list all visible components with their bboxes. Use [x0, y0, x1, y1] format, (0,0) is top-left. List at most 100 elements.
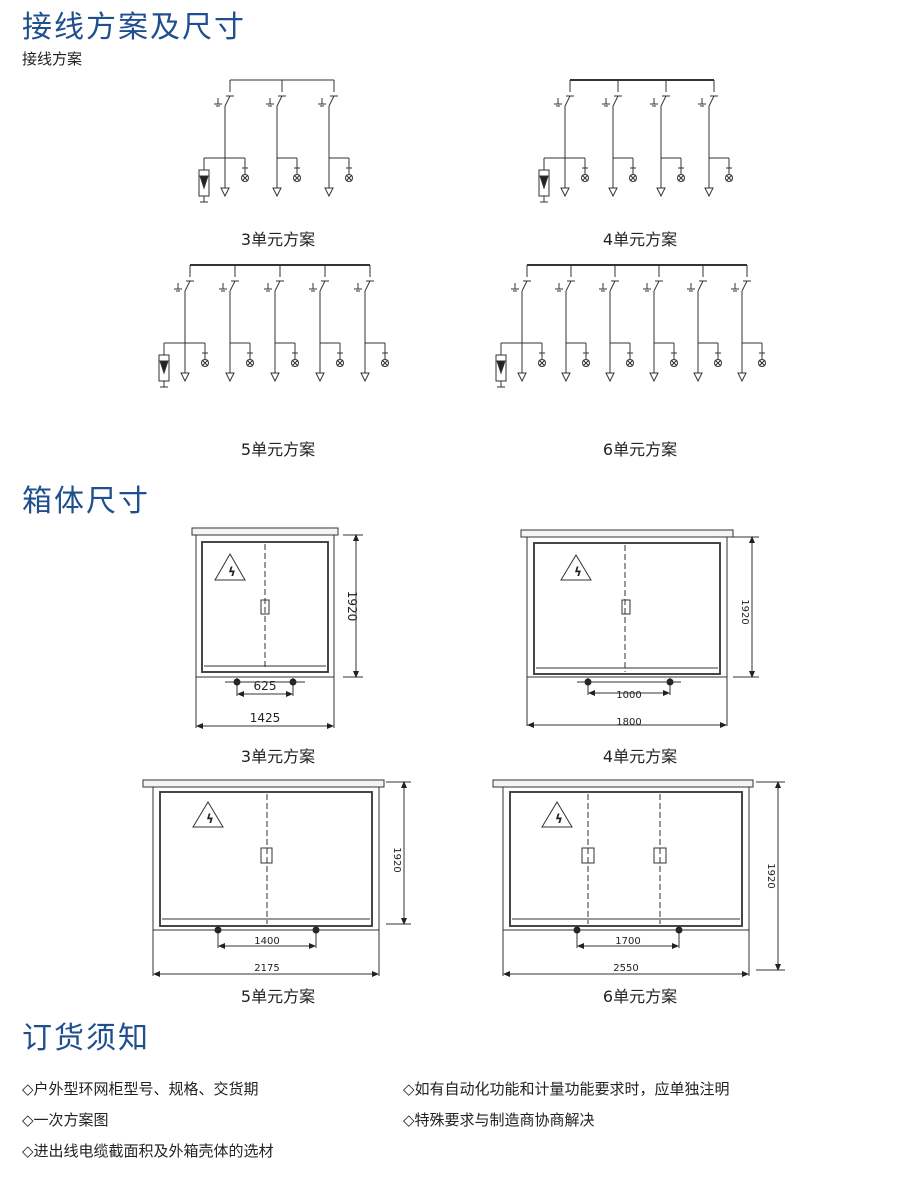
order-note-5: ◇特殊要求与制造商协商解决 [403, 1111, 595, 1129]
indicator-lamp [582, 359, 590, 367]
load-switch [697, 280, 704, 292]
load-switch [328, 95, 335, 107]
wiring-diagram-3 [198, 79, 353, 203]
cabinet-caption-4: 4单元方案 [602, 747, 678, 766]
cable-termination [656, 187, 666, 198]
cabinet-caption-5: 5单元方案 [240, 987, 316, 1006]
svg-text:ϟ: ϟ [555, 812, 563, 826]
feeder-unit [698, 80, 733, 198]
scheme-caption-4: 4单元方案 [602, 230, 678, 249]
fuse-arrow [539, 175, 549, 190]
wiring-diagram-4 [538, 79, 733, 203]
load-switch [276, 95, 283, 107]
lamp-cross [201, 359, 209, 367]
cable-termination [315, 372, 325, 383]
cable-termination [693, 372, 703, 383]
cabinet-5-inner-dim: 1400 [254, 936, 279, 947]
feeder-unit [650, 80, 685, 198]
fuse-arrow [159, 360, 169, 375]
feeder-unit [309, 265, 344, 383]
cable-termination [324, 187, 334, 198]
cabinet-6-height-dim: 1920 [765, 863, 776, 888]
svg-text:ϟ: ϟ [574, 565, 582, 579]
load-switch [565, 280, 572, 292]
wiring-lines [198, 79, 353, 203]
load-switch [319, 280, 326, 292]
wiring-lines [158, 264, 389, 388]
load-switch [612, 95, 619, 107]
lamp-cross [758, 359, 766, 367]
order-note-3: ◇进出线电缆截面积及外箱壳体的选材 [22, 1142, 274, 1160]
order-note-1: ◇户外型环网柜型号、规格、交货期 [22, 1080, 259, 1098]
feeder-unit [266, 80, 301, 198]
indicator-lamp [714, 359, 722, 367]
lamp-cross [246, 359, 254, 367]
section-title-order: 订货须知 [22, 1021, 150, 1056]
load-switch [609, 280, 616, 292]
wiring-lines [495, 264, 766, 388]
indicator-lamp [538, 359, 546, 367]
feeder-unit [555, 265, 590, 383]
indicator-lamp [725, 174, 733, 182]
feeder-unit [264, 265, 299, 383]
fuse-arrow [496, 360, 506, 375]
cabinet-6-inner-dim: 1700 [615, 936, 640, 947]
cabinet-3-height-dim: 1920 [345, 591, 359, 622]
indicator-lamp [758, 359, 766, 367]
load-switch [564, 95, 571, 107]
indicator-lamp [293, 174, 301, 182]
feeder-unit [731, 265, 766, 383]
cabinet-4-height-dim: 1920 [739, 599, 750, 624]
load-switch [364, 280, 371, 292]
lamp-cross [714, 359, 722, 367]
feeder-unit [318, 80, 353, 198]
lamp-cross [293, 174, 301, 182]
indicator-lamp [381, 359, 389, 367]
cabinet-5-width-dim: 2175 [254, 963, 279, 974]
feeder-unit [219, 265, 254, 383]
cabinet-drawing-3: ϟ 625 1425 1920 [191, 527, 363, 729]
lamp-cross [670, 359, 678, 367]
feeder-unit [354, 265, 389, 383]
feeder-unit [643, 265, 678, 383]
cable-termination [225, 372, 235, 383]
cabinet-3-inner-dim: 625 [254, 679, 277, 693]
feeder-unit [602, 80, 637, 198]
scheme-caption-6: 6单元方案 [602, 440, 678, 459]
cable-termination [270, 372, 280, 383]
indicator-lamp [629, 174, 637, 182]
load-switch [274, 280, 281, 292]
indicator-lamp [241, 174, 249, 182]
load-switch [708, 95, 715, 107]
wiring-diagram-6 [495, 264, 766, 388]
cabinet-caption-6: 6单元方案 [602, 987, 678, 1006]
indicator-lamp [581, 174, 589, 182]
lamp-cross [538, 359, 546, 367]
lamp-cross [336, 359, 344, 367]
cable-termination [360, 372, 370, 383]
feeder-unit [687, 265, 722, 383]
cable-termination [517, 372, 527, 383]
indicator-lamp [336, 359, 344, 367]
cable-termination [220, 187, 230, 198]
cable-termination [737, 372, 747, 383]
feeder-unit [158, 265, 209, 388]
svg-text:ϟ: ϟ [228, 565, 236, 579]
cable-termination [704, 187, 714, 198]
order-note-2: ◇一次方案图 [22, 1111, 109, 1129]
load-switch [229, 280, 236, 292]
lamp-cross [725, 174, 733, 182]
cabinet-3-width-dim: 1425 [250, 711, 281, 725]
indicator-lamp [670, 359, 678, 367]
cabinet-4-inner-dim: 1000 [616, 690, 641, 701]
scheme-caption-3: 3单元方案 [240, 230, 316, 249]
cabinet-drawing-6: ϟ 1700 2550 1920 [492, 779, 785, 977]
load-switch [521, 280, 528, 292]
feeder-unit [495, 265, 546, 388]
svg-text:ϟ: ϟ [206, 812, 214, 826]
cable-termination [560, 187, 570, 198]
indicator-lamp [291, 359, 299, 367]
load-switch [224, 95, 231, 107]
cable-termination [180, 372, 190, 383]
lamp-cross [626, 359, 634, 367]
